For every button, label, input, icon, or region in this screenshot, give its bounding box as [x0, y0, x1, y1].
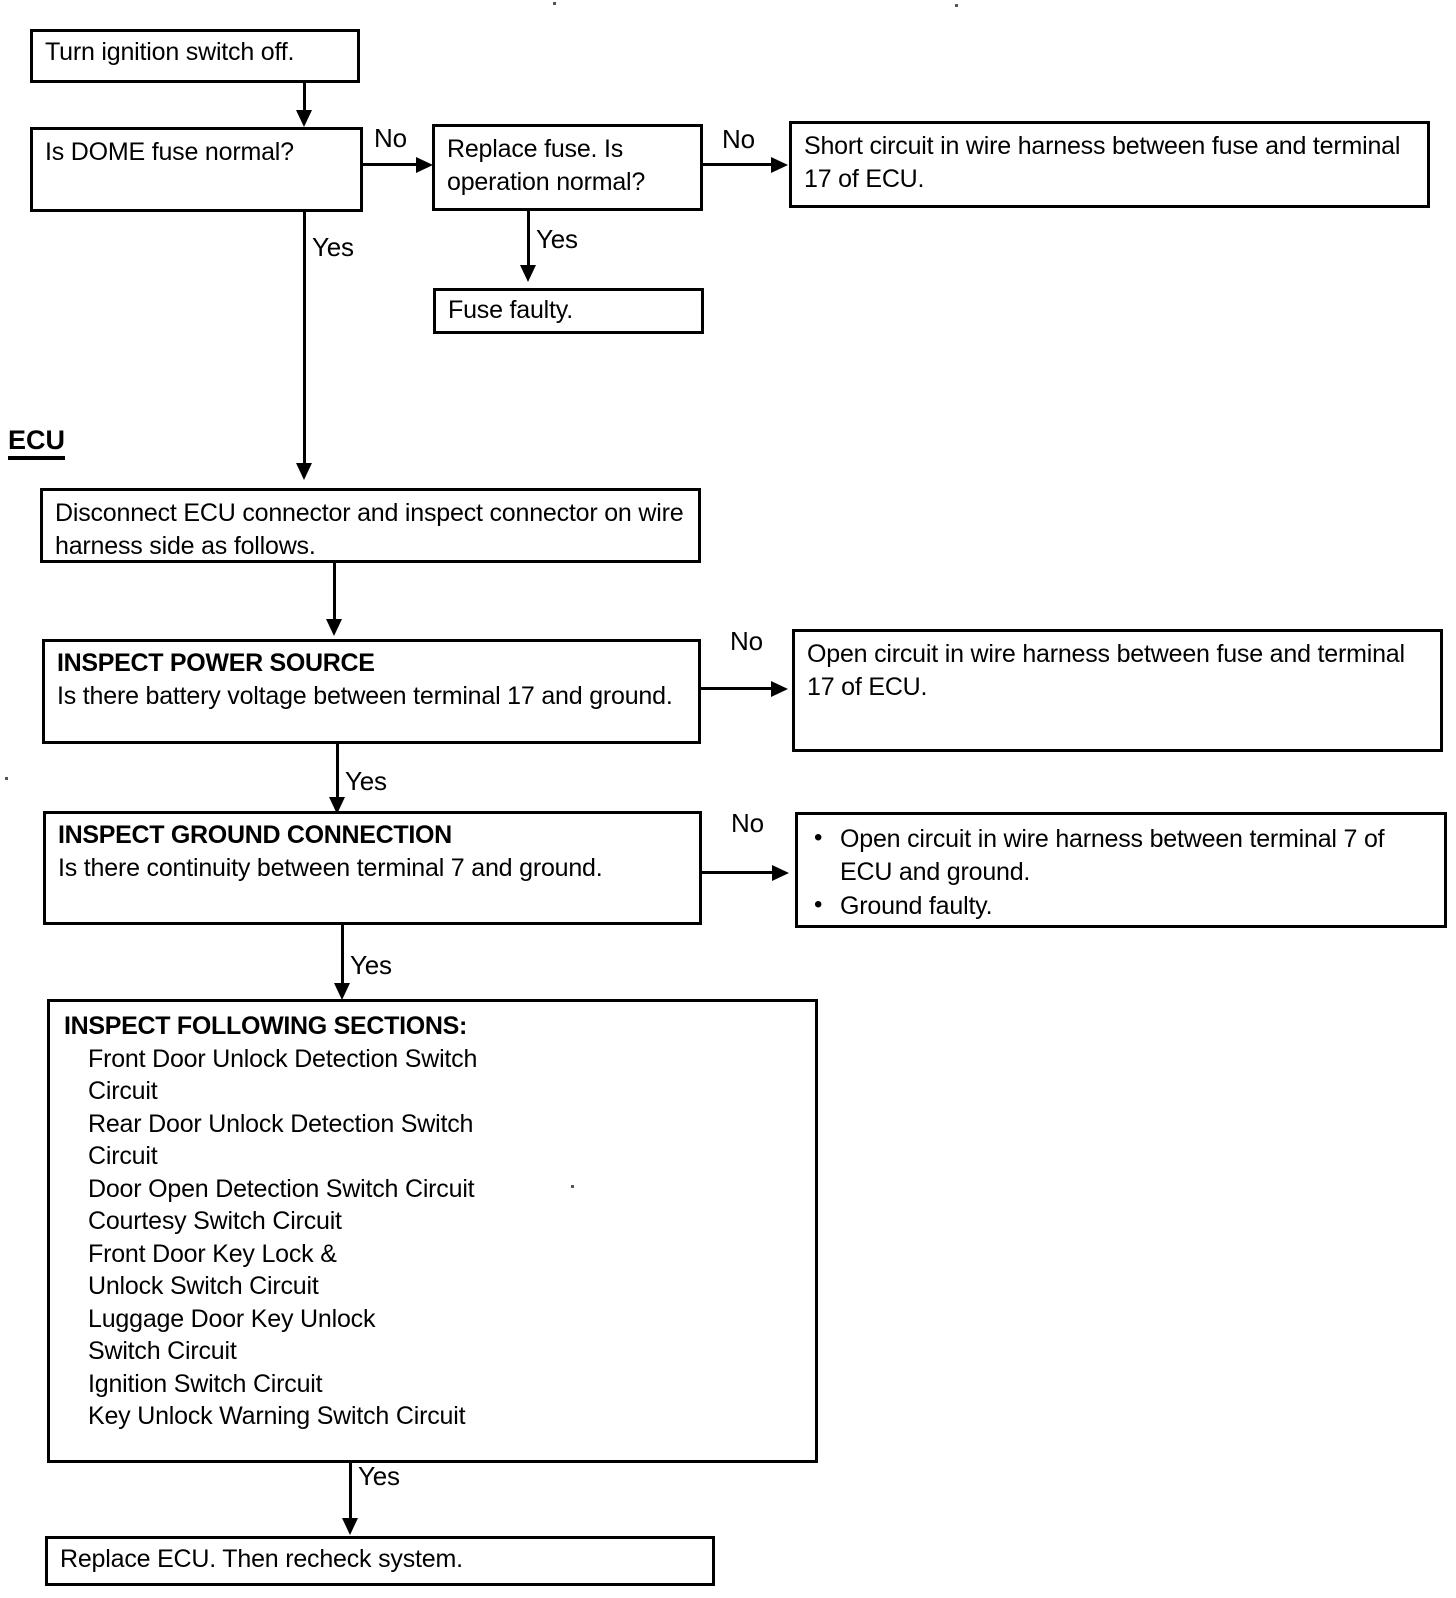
edge-replace-yes — [527, 211, 530, 269]
node-replace-ecu-text: Replace ECU. Then recheck system. — [60, 1545, 463, 1573]
node-inspect-following-sections-title: INSPECT FOLLOWING SECTIONS: — [64, 1012, 468, 1040]
node-disconnect-text: Disconnect ECU connector and inspect con… — [55, 499, 684, 560]
edge-power-yes-arrow — [329, 797, 345, 814]
edge-label-dome-no: No — [374, 123, 407, 153]
node-ground-faults-list: Open circuit in wire harness between ter… — [810, 822, 1434, 923]
edge-power-no — [701, 687, 773, 690]
node-dome-fuse: Is DOME fuse normal? — [30, 127, 363, 212]
edge-label-ground-yes: Yes — [350, 950, 392, 980]
node-start: Turn ignition switch off. — [30, 29, 360, 83]
edge-label-replace-yes: Yes — [536, 224, 578, 254]
list-item: Front Door Unlock Detection Switch Circu… — [88, 1044, 478, 1106]
scan-artifact — [955, 4, 958, 7]
node-replace-fuse: Replace fuse. Is operation normal? — [432, 124, 703, 211]
edge-label-power-no: No — [730, 626, 763, 656]
edge-disconnect-to-power — [333, 563, 336, 623]
edge-replace-yes-arrow — [520, 265, 536, 282]
node-fuse-faulty: Fuse faulty. — [433, 288, 704, 334]
edge-ground-no — [702, 871, 774, 874]
node-short-circuit: Short circuit in wire harness between fu… — [789, 121, 1430, 208]
list-item: Open circuit in wire harness between ter… — [814, 822, 1434, 888]
edge-label-ground-no: No — [731, 808, 764, 838]
edge-label-dome-yes: Yes — [312, 232, 354, 262]
edge-dome-no-arrow — [416, 157, 433, 173]
edge-start-to-dome — [303, 83, 306, 113]
node-inspect-following-sections-list: Front Door Unlock Detection Switch Circu… — [64, 1043, 805, 1433]
node-dome-fuse-text: Is DOME fuse normal? — [45, 138, 294, 166]
node-disconnect: Disconnect ECU connector and inspect con… — [40, 488, 701, 563]
edge-replace-no — [703, 163, 773, 166]
scan-artifact — [5, 777, 8, 780]
list-item: Rear Door Unlock Detection Switch Circui… — [88, 1109, 474, 1171]
list-item: Ignition Switch Circuit — [88, 1369, 323, 1398]
edge-power-no-arrow — [771, 681, 788, 697]
edge-sections-yes-arrow — [342, 1518, 358, 1535]
edge-dome-yes — [303, 212, 306, 467]
list-item: Key Unlock Warning Switch Circuit — [88, 1402, 466, 1430]
node-inspect-ground-connection-title: INSPECT GROUND CONNECTION — [58, 821, 452, 849]
edge-dome-no — [363, 163, 418, 166]
node-start-text: Turn ignition switch off. — [45, 38, 295, 66]
scan-artifact — [553, 2, 556, 5]
list-item: Luggage Door Key Unlock Switch Circuit — [88, 1304, 376, 1366]
node-open-circuit-17: Open circuit in wire harness between fus… — [792, 629, 1443, 752]
list-item: Door Open Detection Switch Circuit — [88, 1174, 475, 1203]
edge-power-yes — [336, 744, 339, 802]
edge-disconnect-to-power-arrow — [326, 619, 342, 636]
list-item: Courtesy Switch Circuit — [88, 1207, 342, 1235]
node-replace-fuse-text: Replace fuse. Is operation normal? — [447, 135, 646, 196]
edge-start-to-dome-arrow — [296, 110, 312, 127]
node-replace-ecu: Replace ECU. Then recheck system. — [45, 1536, 715, 1586]
edge-label-sections-yes: Yes — [358, 1461, 400, 1491]
list-item: Ground faulty. — [814, 889, 1434, 923]
edge-replace-no-arrow — [771, 157, 788, 173]
scan-artifact — [571, 1185, 574, 1188]
node-inspect-power-source-body: Is there battery voltage between termina… — [57, 681, 673, 710]
edge-label-replace-no: No — [722, 124, 755, 154]
node-inspect-ground-connection: INSPECT GROUND CONNECTION Is there conti… — [43, 811, 702, 925]
node-inspect-power-source-title: INSPECT POWER SOURCE — [57, 649, 375, 677]
edge-sections-yes — [349, 1463, 352, 1523]
node-inspect-power-source: INSPECT POWER SOURCE Is there battery vo… — [42, 639, 701, 744]
section-heading-ecu: ECU — [8, 427, 66, 460]
edge-ground-yes — [341, 925, 344, 988]
node-fuse-faulty-text: Fuse faulty. — [448, 296, 573, 324]
node-inspect-ground-connection-body: Is there continuity between terminal 7 a… — [58, 853, 603, 882]
node-ground-faults: Open circuit in wire harness between ter… — [795, 812, 1447, 928]
node-short-circuit-text: Short circuit in wire harness between fu… — [804, 132, 1401, 193]
edge-ground-no-arrow — [772, 865, 789, 881]
edge-label-power-yes: Yes — [345, 766, 387, 796]
node-inspect-following-sections: INSPECT FOLLOWING SECTIONS: Front Door U… — [47, 999, 818, 1463]
edge-dome-yes-arrow — [296, 463, 312, 480]
list-item: Front Door Key Lock & Unlock Switch Circ… — [88, 1239, 337, 1301]
node-open-circuit-17-text: Open circuit in wire harness between fus… — [807, 640, 1405, 701]
edge-ground-yes-arrow — [334, 983, 350, 1000]
